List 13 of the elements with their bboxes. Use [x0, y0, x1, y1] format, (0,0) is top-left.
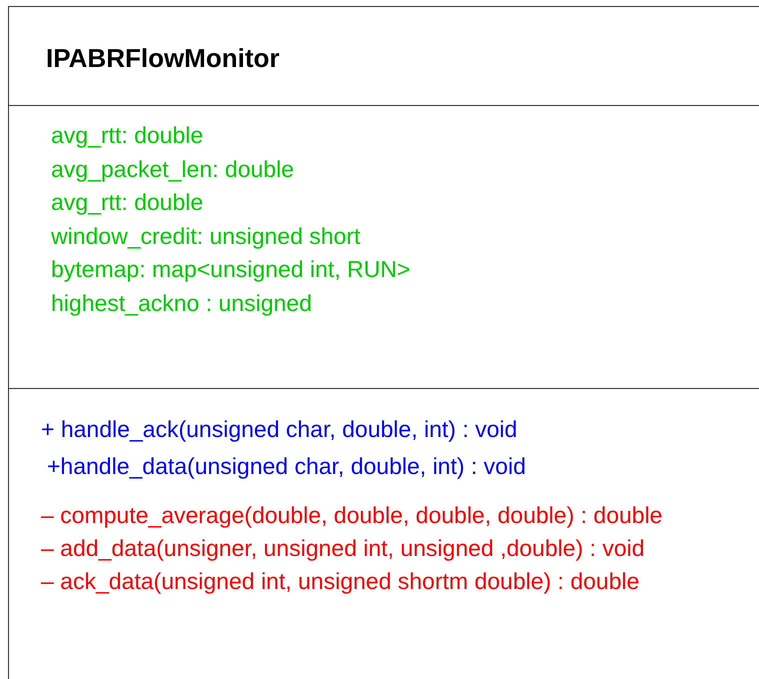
method-text: – add_data(unsigner, unsigned int, unsigned ,double) : void: [41, 536, 645, 562]
method-text: + handle_ack(unsigned char, double, int) : void: [41, 417, 518, 442]
attribute-text: avg_rtt: double: [51, 123, 204, 148]
attribute-text: bytemap: map<unsigned int, RUN>: [51, 257, 410, 282]
attribute-text: avg_rtt: double: [51, 190, 204, 216]
class-name-compartment: [8, 6, 759, 106]
attribute-text: avg_packet_len: double: [51, 157, 294, 182]
class-name: IPABRFlowMonitor: [46, 44, 280, 73]
attribute-text: highest_ackno : unsigned: [51, 291, 312, 316]
method-text: – ack_data(unsigned int, unsigned shortm double) : double: [41, 569, 640, 594]
method-text: – compute_average(double, double, double, double) : double: [41, 503, 662, 528]
attribute-text: window_credit: unsigned short: [51, 224, 360, 250]
method-text: +handle_data(unsigned char, double, int) : void: [47, 454, 526, 480]
